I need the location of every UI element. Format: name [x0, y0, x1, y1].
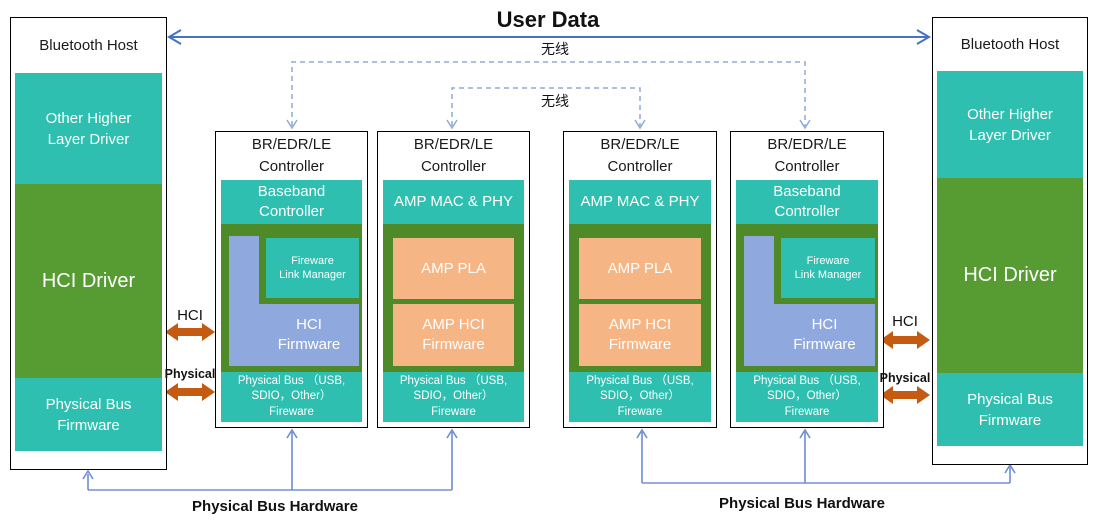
hci-channel-label-left: HCI	[177, 306, 203, 324]
amp-hci-firmware: AMP HCI Firmware	[579, 304, 701, 366]
hci-firmware-label: HCI Firmware	[277, 316, 341, 353]
controller-body: Fireware Link Manager HCI Firmware	[736, 224, 878, 372]
hci-arrow-left	[165, 323, 215, 341]
other-higher-layer-driver: Other Higher Layer Driver	[15, 73, 162, 184]
controller-1-br-edr-le: BR/EDR/LE Controller Baseband Controller…	[215, 131, 368, 428]
fireware-link-manager: Fireware Link Manager	[266, 238, 359, 298]
host-title: Bluetooth Host	[960, 35, 1060, 53]
controller-title: BR/EDR/LE Controller	[251, 136, 332, 175]
controller-4-br-edr-le: BR/EDR/LE Controller Baseband Controller…	[730, 131, 884, 428]
physical-bus-fireware: Physical Bus （USB, SDIO，Other） Fireware	[569, 372, 711, 422]
hci-driver: HCI Driver	[15, 184, 162, 378]
physical-channel-label-left: Physical	[164, 367, 216, 381]
hci-channel-label-right: HCI	[892, 312, 918, 330]
controller-body: Fireware Link Manager HCI Firmware	[221, 224, 362, 372]
bluetooth-host-left: Bluetooth Host Other Higher Layer Driver…	[10, 17, 167, 470]
hci-firmware-lshape-horizontal	[229, 304, 359, 366]
user-data-label: User Data	[496, 7, 600, 32]
physical-bus-fireware: Physical Bus （USB, SDIO，Other） Fireware	[383, 372, 524, 422]
hci-firmware-label: HCI Firmware	[793, 316, 856, 353]
hci-firmware-lshape-horizontal	[744, 304, 875, 366]
physical-bus-hardware-label-left: Physical Bus Hardware	[192, 497, 358, 515]
hci-arrow-right	[880, 331, 930, 349]
amp-mac-phy-header: AMP MAC & PHY	[383, 180, 524, 224]
host-title: Bluetooth Host	[39, 36, 138, 54]
physical-bus-firmware: Physical Bus Firmware	[15, 378, 162, 451]
physical-bus-fireware: Physical Bus （USB, SDIO，Other） Fireware	[221, 372, 362, 422]
controller-title: BR/EDR/LE Controller	[767, 136, 847, 175]
other-higher-layer-driver: Other Higher Layer Driver	[937, 71, 1083, 178]
physical-bus-fireware: Physical Bus （USB, SDIO，Other） Fireware	[736, 372, 878, 422]
amp-hci-firmware: AMP HCI Firmware	[393, 304, 514, 366]
baseband-controller-header: Baseband Controller	[736, 180, 878, 224]
physical-bus-hardware-label-right: Physical Bus Hardware	[719, 494, 885, 512]
wireless-label-inner: 无线	[541, 93, 569, 109]
amp-pla: AMP PLA	[393, 238, 514, 299]
controller-title: BR/EDR/LE Controller	[413, 136, 494, 175]
physical-channel-label-right: Physical	[879, 371, 931, 385]
physical-arrow-right	[880, 386, 930, 404]
controller-title: BR/EDR/LE Controller	[600, 136, 680, 175]
controller-3-br-edr-le: BR/EDR/LE Controller AMP MAC & PHY AMP P…	[563, 131, 717, 428]
amp-pla: AMP PLA	[579, 238, 701, 299]
physical-arrow-left	[165, 383, 215, 401]
controller-2-br-edr-le: BR/EDR/LE Controller AMP MAC & PHY AMP P…	[377, 131, 530, 428]
controller-body: AMP PLA AMP HCI Firmware	[569, 224, 711, 372]
baseband-controller-header: Baseband Controller	[221, 180, 362, 224]
amp-mac-phy-header: AMP MAC & PHY	[569, 180, 711, 224]
hci-driver: HCI Driver	[937, 178, 1083, 373]
wireless-label-outer: 无线	[541, 41, 569, 57]
controller-body: AMP PLA AMP HCI Firmware	[383, 224, 524, 372]
fireware-link-manager: Fireware Link Manager	[781, 238, 875, 298]
bluetooth-host-right: Bluetooth Host Other Higher Layer Driver…	[932, 17, 1088, 465]
physical-bus-firmware: Physical Bus Firmware	[937, 373, 1083, 446]
